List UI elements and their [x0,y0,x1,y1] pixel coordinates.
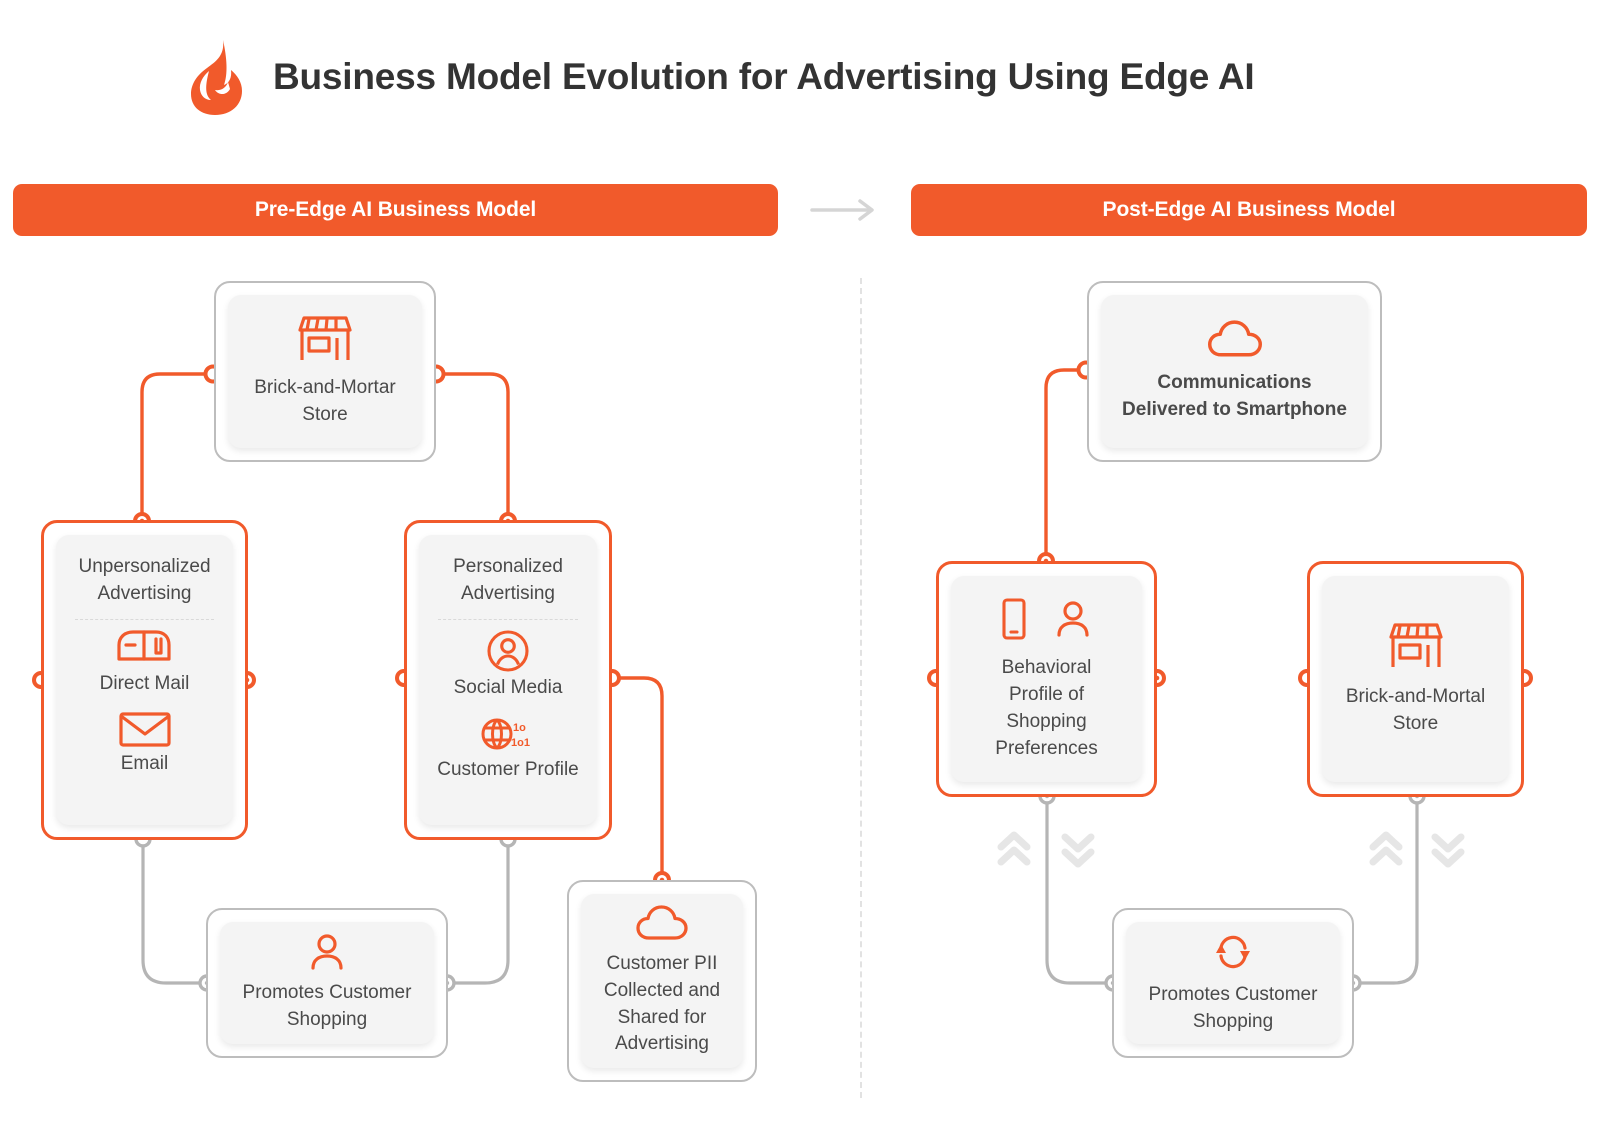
mailbox-icon [116,629,172,669]
wire-store-to-unpersonalized [140,372,215,522]
personalized-heading: Personalized Advertising [453,556,563,604]
card-personalized-advertising[interactable]: Personalized Advertising Social Media [419,535,597,825]
item-direct-mail[interactable]: Direct Mail [99,629,190,695]
divider-line [438,618,578,620]
right-arrow-icon [810,199,874,221]
page-header: Business Model Evolution for Advertising… [185,38,1255,116]
wire-store-to-promotes-post [1351,795,1419,985]
chevron-down-double-icon [1431,833,1465,868]
banner-post-edge: Post-Edge AI Business Model [911,184,1587,236]
cloud-icon [635,904,689,942]
pii-label: Customer PII Collected and Shared for Ad… [603,952,721,1055]
envelope-icon [118,709,172,749]
smartphone-icon [1001,598,1026,640]
page-title: Business Model Evolution for Advertising… [273,56,1255,97]
person-icon [1056,601,1089,637]
chevron-up-double-icon [1369,831,1403,866]
section-divider [860,278,862,1098]
promotes-post-label: Promotes Customer Shopping [1148,983,1318,1032]
wire-comms-to-behavioral [1044,368,1088,563]
promotes-pre-label: Promotes Customer Shopping [242,981,412,1030]
card-promotes-customer-shopping-post[interactable]: Promotes Customer Shopping [1126,922,1340,1044]
svg-text:1o1: 1o1 [511,737,530,749]
wire-personalized-to-promotes [445,838,510,985]
card-behavioral-profile[interactable]: Behavioral Profile of Shopping Preferenc… [951,576,1142,782]
wire-unpersonalized-to-promotes [141,838,209,985]
direct-mail-label: Direct Mail [99,672,190,694]
card-brick-and-mortar-store[interactable]: Brick-and-Mortar Store [228,295,422,448]
chevron-up-double-icon [997,831,1031,866]
card-store-label: Brick-and-Mortar Store [254,377,396,425]
user-circle-icon [486,629,530,673]
card-promotes-customer-shopping-pre[interactable]: Promotes Customer Shopping [220,922,434,1044]
storefront-icon [1387,621,1445,671]
flame-icon [191,40,242,115]
divider-line [75,618,214,620]
banner-post-edge-label: Post-Edge AI Business Model [1102,198,1396,221]
email-label: Email [120,752,169,774]
item-email[interactable]: Email [118,709,172,775]
social-media-label: Social Media [453,676,563,698]
card-unpersonalized-advertising[interactable]: Unpersonalized Advertising Direct Mail [56,535,233,825]
behavioral-label: Behavioral Profile of Shopping Preferenc… [995,657,1098,759]
wire-personalized-to-pii [610,676,664,882]
wire-store-to-personalized [434,372,510,522]
unpersonalized-heading: Unpersonalized Advertising [78,556,211,604]
sync-refresh-icon [1210,931,1256,973]
store-post-label: Brick-and-Mortal Store [1345,685,1486,734]
behavioral-icon-group [1001,597,1093,641]
storefront-icon [296,314,354,364]
banner-pre-edge-label: Pre-Edge AI Business Model [254,198,537,221]
communications-label: Communications Delivered to Smartphone [1122,372,1347,420]
wire-behavioral-to-promotes [1045,795,1115,985]
svg-text:1o: 1o [513,722,526,734]
item-social-media[interactable]: Social Media [453,629,563,699]
customer-profile-label: Customer Profile [437,758,579,780]
card-communications-delivered[interactable]: Communications Delivered to Smartphone [1101,295,1368,448]
chevron-down-double-icon [1061,833,1095,868]
cloud-icon [1206,319,1264,359]
person-icon [307,933,347,971]
banner-pre-edge: Pre-Edge AI Business Model [13,184,778,236]
card-customer-pii[interactable]: Customer PII Collected and Shared for Ad… [581,894,743,1068]
card-brick-and-mortal-store[interactable]: Brick-and-Mortal Store [1322,576,1509,782]
globe-data-icon: 1o 1o1 [480,713,536,755]
item-customer-profile[interactable]: 1o 1o1 Customer Profile [437,713,579,781]
